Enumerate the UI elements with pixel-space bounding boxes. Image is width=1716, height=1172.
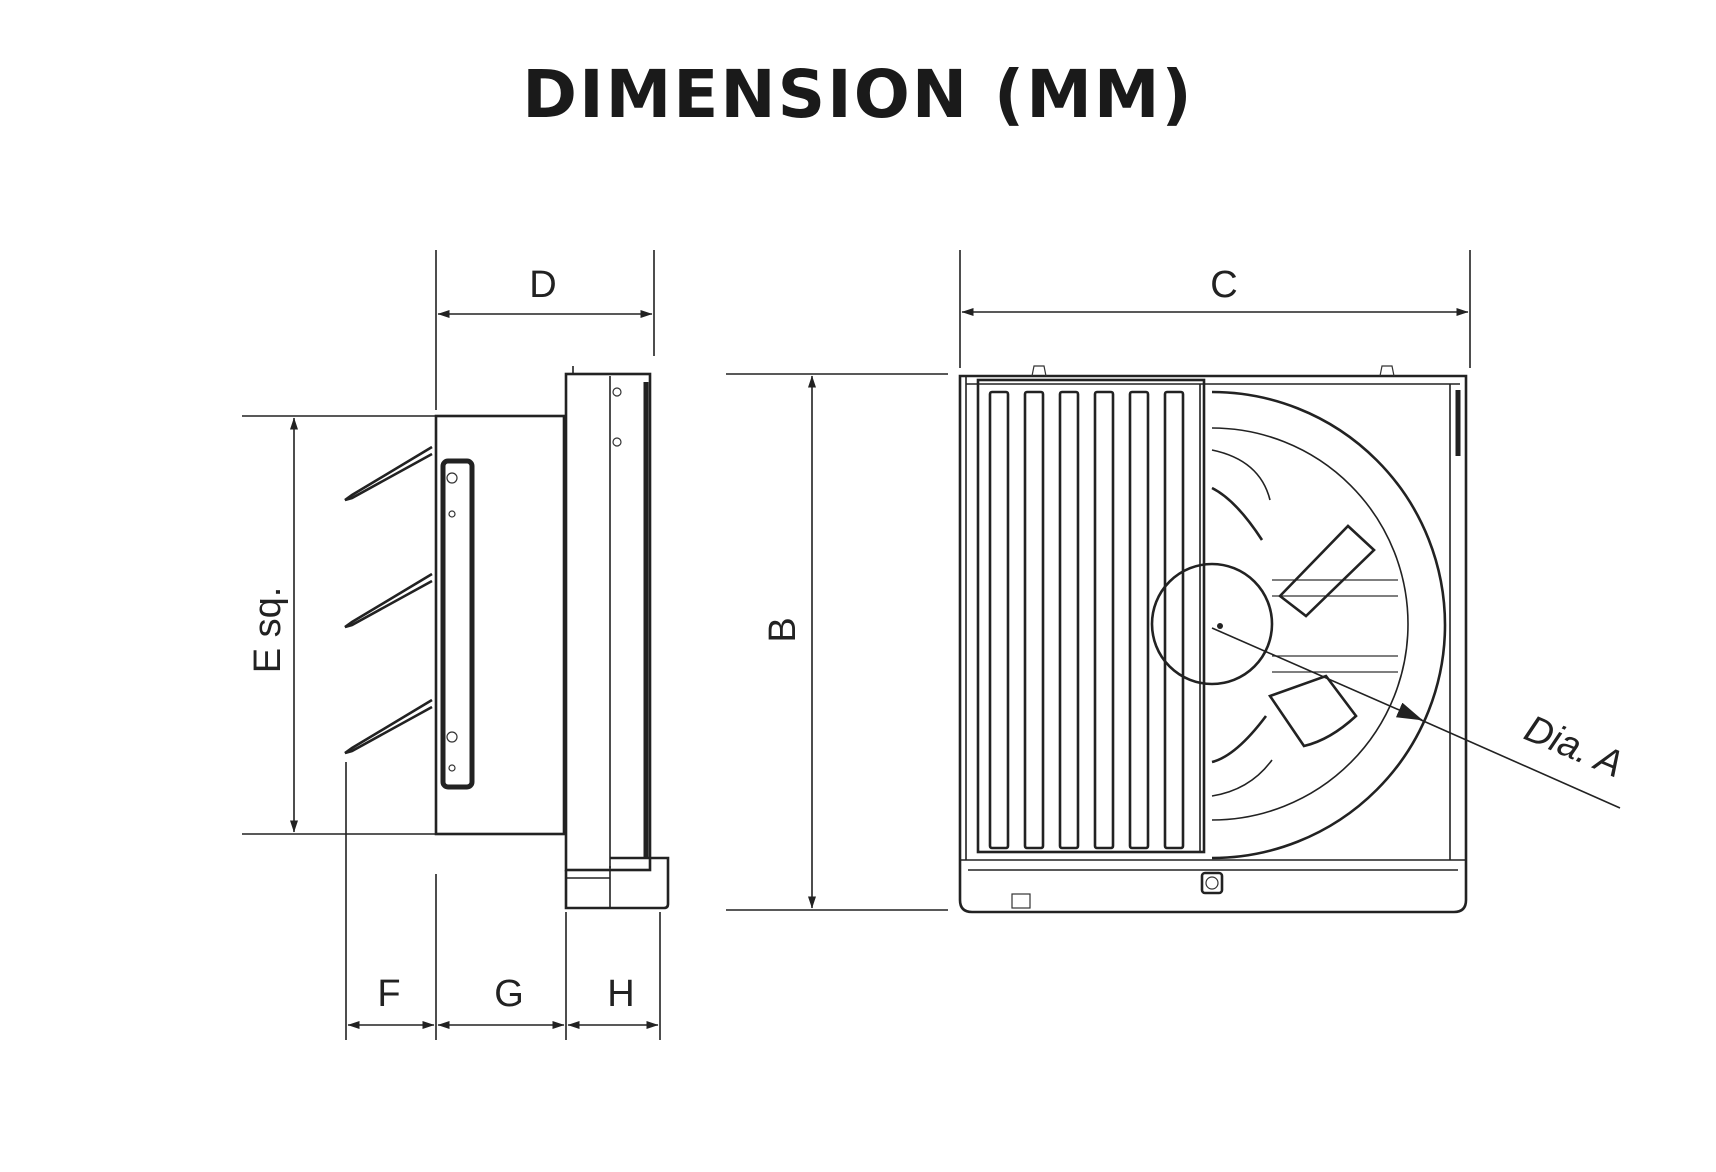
page-title: DIMENSION (MM) [522, 56, 1194, 133]
dimension-c: C [961, 264, 1469, 316]
dimension-e: E sq. [247, 417, 298, 833]
dimension-d: D [437, 264, 653, 318]
dimension-f: F [347, 973, 435, 1029]
dimension-b: B [762, 375, 816, 909]
side-louvers [344, 445, 433, 755]
bottom-knob [1200, 871, 1224, 895]
fan-assembly [1150, 390, 1447, 860]
label-e: E sq. [247, 587, 289, 674]
dimension-h: H [567, 973, 659, 1029]
dimension-g: G [437, 973, 565, 1029]
side-body [564, 366, 670, 910]
label-d: D [529, 264, 556, 306]
side-handle [440, 458, 475, 790]
label-c: C [1210, 264, 1237, 306]
side-view: D E sq. F G H [242, 250, 670, 1040]
label-dia-a: Dia. A [1518, 708, 1628, 787]
front-housing [958, 374, 1468, 914]
dimension-a: Dia. A [1211, 627, 1629, 809]
label-h: H [607, 973, 634, 1015]
front-grille [976, 378, 1206, 854]
label-g: G [494, 973, 524, 1015]
label-b: B [762, 617, 804, 642]
side-front-panel [434, 414, 566, 836]
label-f: F [377, 973, 400, 1015]
front-view: C B Dia. A [726, 250, 1629, 914]
